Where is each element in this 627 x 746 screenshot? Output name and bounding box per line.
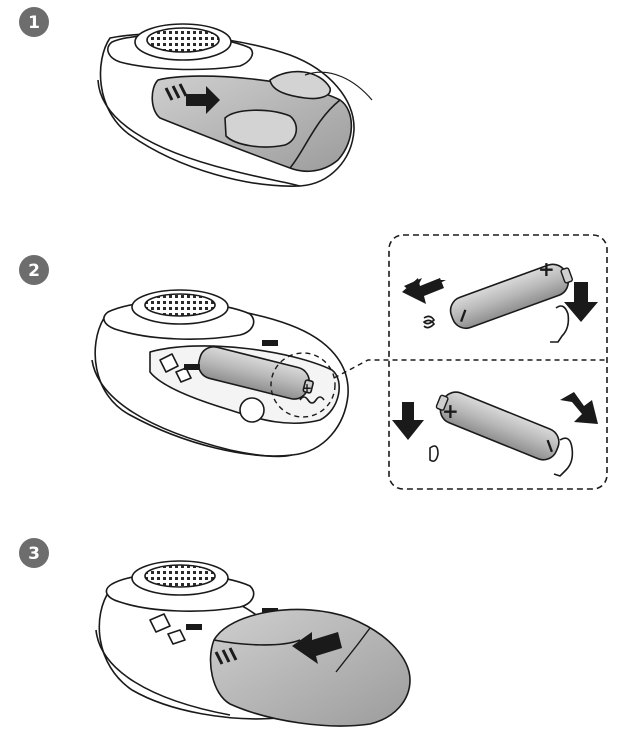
zoom-leader	[333, 359, 607, 379]
step-number-1: 1	[28, 13, 40, 33]
arrow-down-icon	[564, 282, 598, 322]
direction-arrow	[186, 86, 220, 114]
detail-panel	[388, 234, 608, 490]
arrow-down-right-icon	[560, 392, 598, 424]
step-badge-3: 3	[19, 538, 49, 568]
remote-control-open	[91, 289, 349, 458]
finger	[224, 109, 298, 148]
remote-control-closing	[95, 560, 411, 727]
step-3: 3	[19, 538, 411, 727]
battery-cover	[209, 608, 411, 727]
step-2: 2 +	[19, 234, 608, 490]
battery-minus-bottom: −	[536, 434, 564, 458]
battery-minus-top: −	[448, 304, 476, 328]
remote-control	[97, 23, 373, 187]
step-badge-1: 1	[19, 7, 49, 37]
step-1: 1	[19, 7, 373, 187]
aa-battery-removed	[449, 263, 574, 330]
contact-tab	[429, 445, 439, 462]
motion-line	[335, 627, 371, 673]
battery-plus-top: +	[538, 257, 555, 281]
step-number-2: 2	[28, 261, 40, 281]
detail-remove: + −	[402, 257, 598, 343]
grip-ridges	[164, 83, 188, 101]
clip-bottom	[553, 437, 574, 477]
aa-battery	[197, 346, 314, 400]
battery-plus-bottom: +	[442, 399, 459, 423]
detail-insert: + −	[392, 391, 598, 477]
clip	[550, 305, 570, 343]
direction-arrow-left	[292, 632, 342, 664]
zoom-circle	[270, 352, 336, 418]
grip-ridges	[214, 647, 238, 665]
spring-contact-top	[422, 315, 436, 329]
step-badge-2: 2	[19, 255, 49, 285]
spring-contact	[299, 396, 325, 404]
arrow-down-icon-left	[392, 402, 424, 440]
aa-battery-inserted	[435, 391, 560, 461]
battery-plus-label: +	[302, 381, 312, 395]
step-number-3: 3	[28, 544, 40, 564]
